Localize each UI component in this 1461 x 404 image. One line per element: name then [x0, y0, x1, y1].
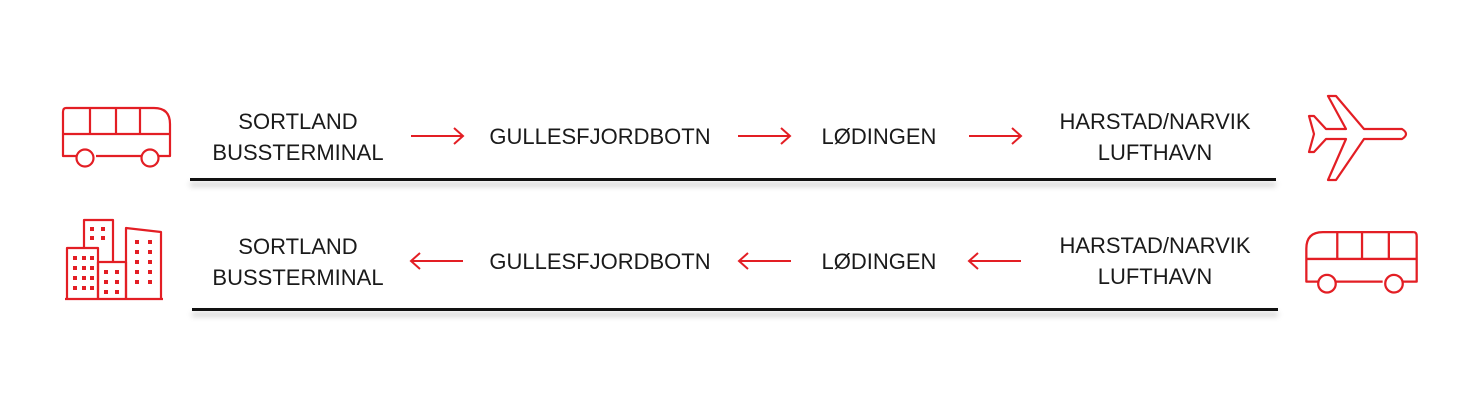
stop-label-line2: LUFTHAVN: [1097, 140, 1213, 165]
stop-harstad-narvik-lufthavn: HARSTAD/NARVIK LUFTHAVN: [1052, 230, 1258, 292]
stop-label-line2: BUSSTERMINAL: [212, 140, 384, 165]
stop-label-line1: LØDINGEN: [821, 249, 937, 274]
arrow-left-icon: [408, 251, 464, 276]
route-divider-line: [190, 178, 1276, 181]
stop-label-line1: LØDINGEN: [821, 124, 937, 149]
arrow-right-icon: [410, 126, 466, 151]
stop-label-line1: SORTLAND: [238, 234, 358, 259]
stop-gullesfjordbotn: GULLESFJORDBOTN: [486, 246, 714, 277]
stop-harstad-narvik-lufthavn: HARSTAD/NARVIK LUFTHAVN: [1052, 106, 1258, 168]
stop-sortland-bussterminal: SORTLAND BUSSTERMINAL: [208, 106, 388, 168]
bus-icon: [60, 104, 174, 168]
stop-lodingen: LØDINGEN: [806, 246, 952, 277]
stop-label-line1: SORTLAND: [238, 109, 358, 134]
stop-gullesfjordbotn: GULLESFJORDBOTN: [486, 121, 714, 152]
stop-lodingen: LØDINGEN: [806, 121, 952, 152]
arrow-left-icon: [966, 251, 1022, 276]
city-buildings-icon: [64, 218, 164, 302]
stop-sortland-bussterminal: SORTLAND BUSSTERMINAL: [208, 231, 388, 293]
stop-label-line2: BUSSTERMINAL: [212, 265, 384, 290]
stop-label-line1: GULLESFJORDBOTN: [489, 249, 711, 274]
stop-label-line2: LUFTHAVN: [1097, 264, 1213, 289]
stop-label-line1: HARSTAD/NARVIK: [1059, 109, 1251, 134]
route-divider-line: [192, 308, 1278, 311]
arrow-right-icon: [968, 126, 1024, 151]
stop-label-line1: HARSTAD/NARVIK: [1059, 233, 1251, 258]
airplane-icon: [1306, 94, 1410, 182]
bus-icon: [1302, 228, 1420, 294]
arrow-left-icon: [736, 251, 792, 276]
stop-label-line1: GULLESFJORDBOTN: [489, 124, 711, 149]
arrow-right-icon: [737, 126, 793, 151]
